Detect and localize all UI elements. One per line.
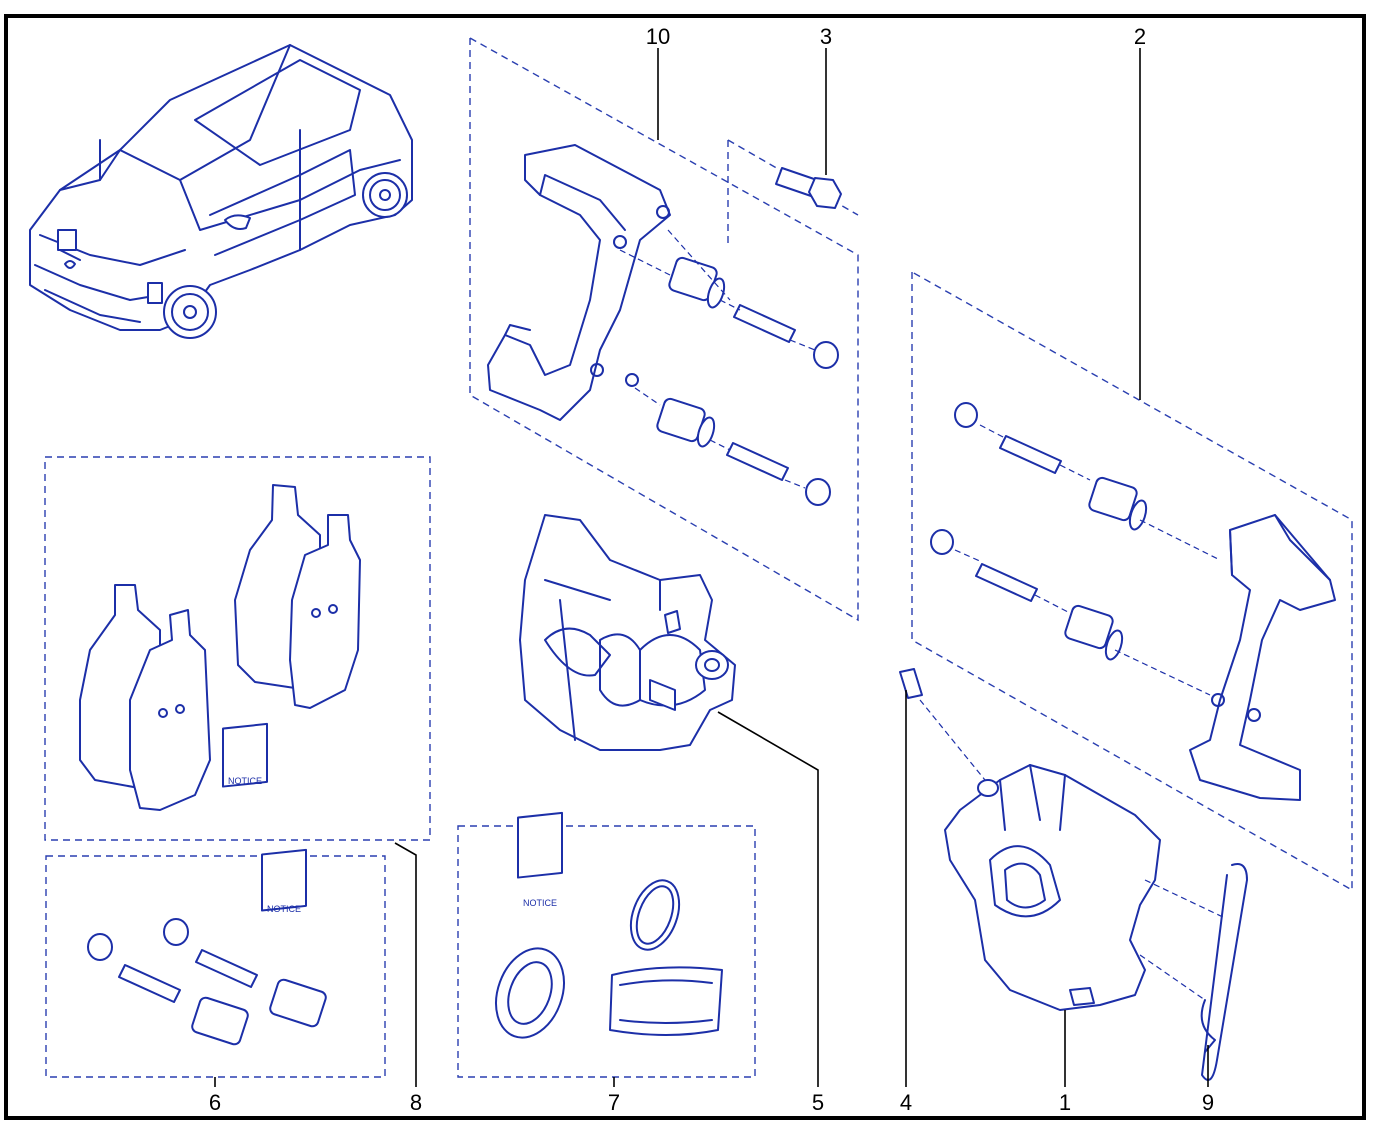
pins-notice-label: NOTICE	[267, 904, 301, 914]
diagram-frame	[4, 14, 1366, 1120]
part-number-1: 1	[1059, 1090, 1071, 1115]
part-number-labels: 10 3 2 8 6 7 5 4 1 9	[209, 24, 1214, 1115]
part-number-8: 8	[410, 1090, 422, 1115]
part-number-7: 7	[608, 1090, 620, 1115]
car-illustration	[29, 44, 413, 339]
part-number-10: 10	[646, 24, 670, 49]
part-number-9: 9	[1202, 1090, 1214, 1115]
leader-lines	[214, 48, 1209, 1087]
caliper-assembly	[899, 668, 1248, 1081]
part-number-3: 3	[820, 24, 832, 49]
pads-notice-label: NOTICE	[228, 776, 262, 786]
part-number-2: 2	[1134, 24, 1146, 49]
seals-notice-label: NOTICE	[523, 898, 557, 908]
brake-pads-group: NOTICE	[44, 456, 431, 841]
seal-kit-group: NOTICE	[457, 811, 756, 1078]
part-number-5: 5	[812, 1090, 824, 1115]
right-carrier-kit-group	[911, 270, 1353, 892]
carrier-kit-group	[469, 36, 859, 622]
caliper-housing	[519, 514, 736, 751]
guide-pin-kit-group: NOTICE	[45, 848, 386, 1078]
part-number-6: 6	[209, 1090, 221, 1115]
part-number-4: 4	[900, 1090, 912, 1115]
